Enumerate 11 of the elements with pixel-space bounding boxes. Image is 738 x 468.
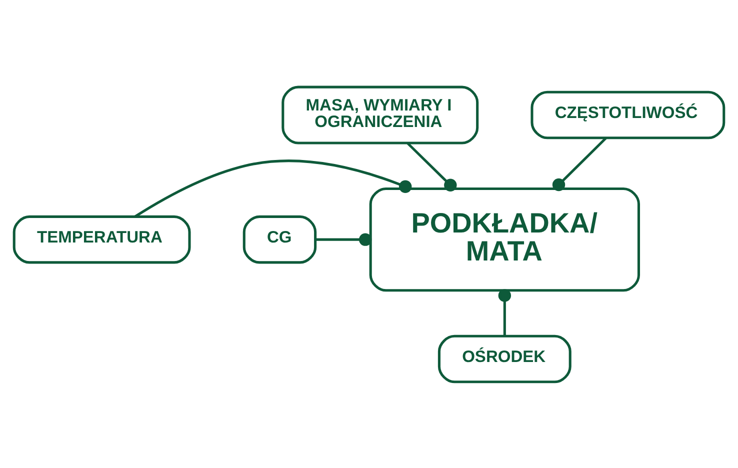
connector bbox=[315, 232, 372, 246]
node-box: TEMPERATURA bbox=[12, 214, 191, 264]
connector bbox=[552, 136, 607, 191]
node-box: MASA, WYMIARY I OGRANICZENIA bbox=[282, 85, 479, 144]
node-box: OŚRODEK bbox=[438, 334, 572, 383]
node-box: PODKŁADKA/ MATA bbox=[369, 186, 640, 292]
node-box: CG bbox=[242, 214, 317, 264]
connector bbox=[406, 142, 457, 192]
node-box: CZĘSTOTLIWOŚĆ bbox=[530, 90, 726, 139]
connector bbox=[134, 159, 412, 218]
connector bbox=[498, 288, 512, 336]
